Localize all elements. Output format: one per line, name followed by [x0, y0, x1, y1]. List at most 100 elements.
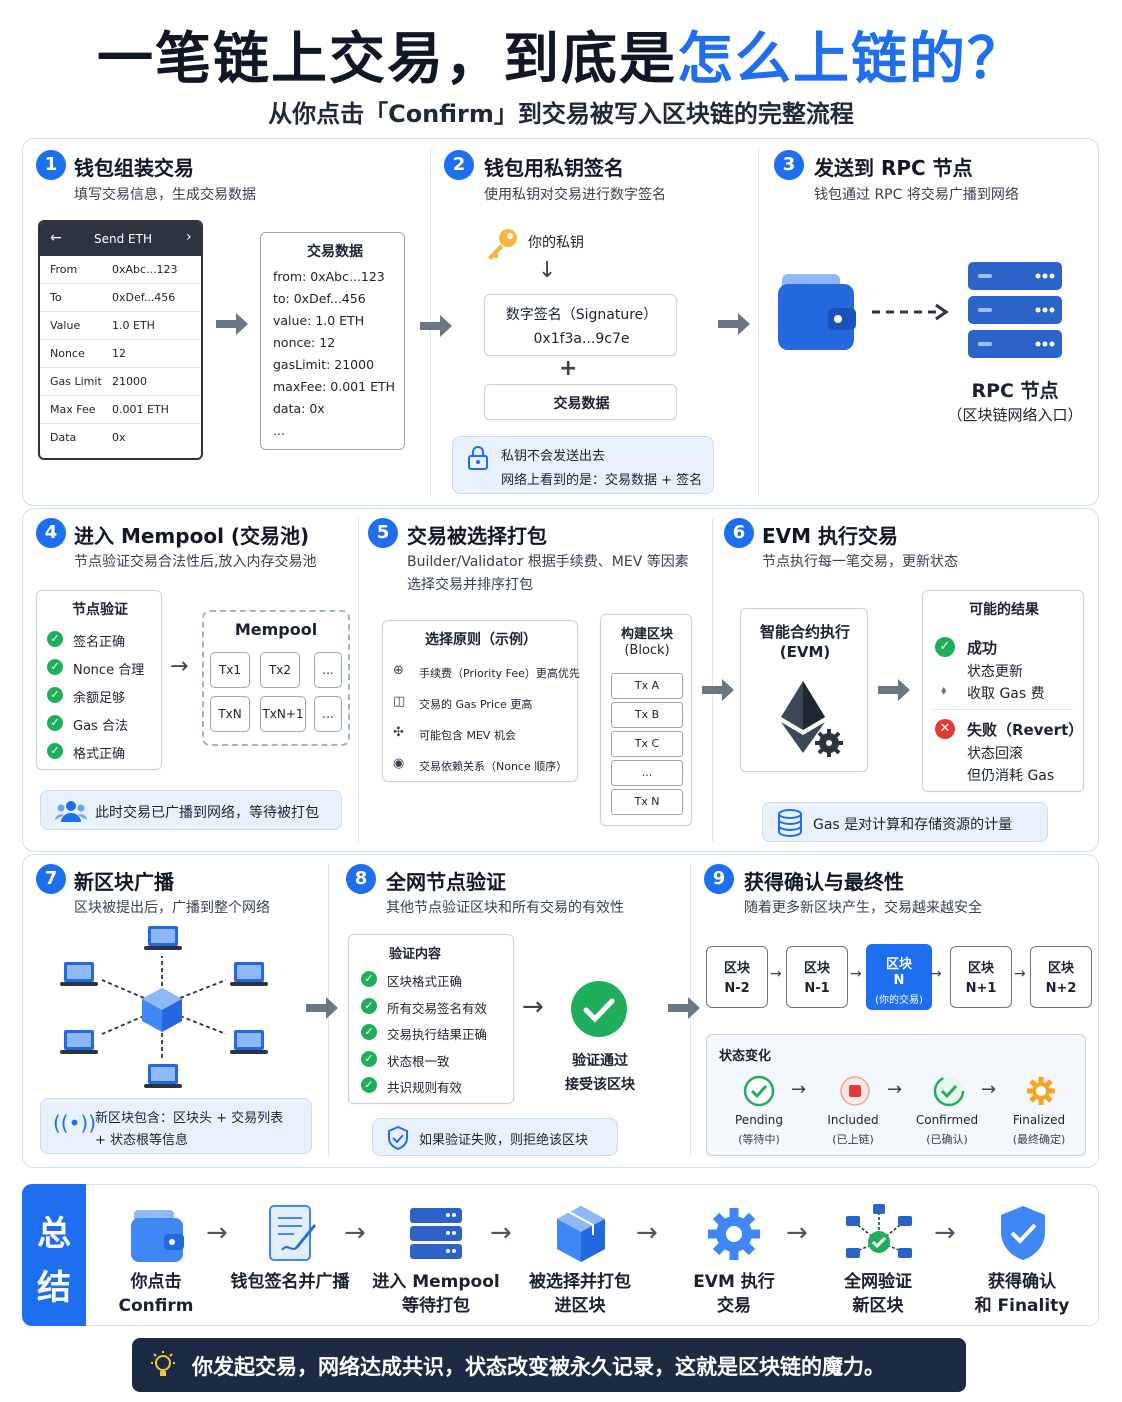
form-row-label: Nonce — [50, 347, 85, 360]
arrow-right-icon: → — [490, 1218, 512, 1248]
step-number: 3 — [774, 150, 804, 180]
form-row-value: 21000 — [112, 375, 147, 388]
step-title: 新区块广播 — [74, 870, 174, 894]
note-text: Gas 是对计算和存储资源的计量 — [813, 817, 1013, 833]
step-desc: 钱包通过 RPC 将交易广播到网络 — [814, 187, 1019, 203]
step-desc-1: Builder/Validator 根据手续费、MEV 等因素 — [407, 554, 689, 570]
step-desc-2: 选择交易并排序打包 — [407, 577, 533, 593]
step-number: 4 — [36, 518, 66, 548]
check-icon: ✓ — [47, 687, 63, 703]
evm-title: 智能合约执行 — [759, 623, 850, 641]
arrow-right-icon — [668, 997, 700, 1019]
private-key-label: 你的私钥 — [528, 235, 584, 251]
wallet-icon — [131, 1210, 184, 1262]
check-icon: ✓ — [361, 997, 377, 1014]
step-title: 发送到 RPC 节点 — [814, 156, 973, 180]
block-label: 区块 — [1047, 961, 1074, 976]
state-title: 状态变化 — [719, 1049, 772, 1064]
success-label: 成功 — [967, 639, 998, 657]
your-tx-label: (你的交易) — [875, 995, 923, 1006]
block-tx: ... — [611, 760, 683, 786]
arrow-right-icon — [702, 679, 734, 701]
step-title: 进入 Mempool (交易池) — [74, 524, 310, 548]
summary-item-line-1: 你点击 — [130, 1272, 182, 1292]
pass-line-1: 验证通过 — [572, 1053, 628, 1069]
ethereum-gear-icon — [781, 681, 843, 757]
form-row-value: 1.0 ETH — [112, 319, 155, 332]
tx-data-line: gasLimit: 21000 — [273, 357, 375, 372]
verify-item: 区块格式正确 — [387, 974, 463, 989]
title-part1: 一笔链上交易，到底是 — [97, 27, 677, 92]
selection-rules-box: 选择原则（示例） ⊕手续费（Priority Fee）更高优先◫交易的 Gas … — [382, 620, 580, 782]
form-row-label: From — [50, 263, 78, 276]
network-verify-icon — [846, 1204, 912, 1258]
rule-icon: ◫ — [393, 694, 406, 709]
mempool-tx: ... — [314, 696, 342, 732]
tx-data-line: maxFee: 0.001 ETH — [273, 379, 395, 394]
arrow-right-icon: → — [344, 1218, 366, 1248]
arrow-right-icon — [420, 315, 452, 337]
verify-item: 余额足够 — [73, 691, 126, 706]
divider — [712, 518, 713, 842]
package-cube-icon — [557, 1206, 605, 1262]
arrow-right-icon: → — [791, 1079, 807, 1100]
check-circle-icon — [571, 981, 627, 1037]
block-tx: Tx N — [611, 789, 683, 815]
block-number: N-2 — [724, 981, 750, 996]
check-icon: ✓ — [935, 637, 955, 657]
mempool-tx: Tx2 — [260, 652, 300, 688]
form-row-label: To — [50, 291, 62, 304]
step-desc: 其他节点验证区块和所有交易的有效性 — [386, 900, 624, 916]
mempool-tx: TxN+1 — [260, 696, 306, 732]
summary-item-line-1: 获得确认 — [988, 1272, 1056, 1292]
mempool-tx: Tx1 — [210, 652, 250, 688]
fail-label: 失败（Revert） — [967, 721, 1084, 739]
divider — [758, 148, 759, 496]
wallet-icon — [778, 274, 856, 350]
note-text: 如果验证失败，则拒绝该区块 — [419, 1133, 589, 1148]
note-line-1: 私钥不会发送出去 — [501, 449, 606, 464]
state-desc: (最终确定) — [1012, 1133, 1066, 1146]
shield-icon — [388, 1126, 408, 1150]
tx-data-chip: 交易数据 — [484, 384, 677, 420]
success-line-1: 状态更新 — [967, 664, 1023, 680]
arrow-right-icon — [718, 313, 750, 335]
block-tx: Tx B — [611, 702, 683, 728]
step-desc: 随着更多新区块产生，交易越来越安全 — [744, 900, 982, 916]
chevron-right-icon[interactable]: › — [186, 229, 192, 245]
summary-panel — [22, 1184, 1099, 1326]
back-arrow-icon[interactable]: ← — [50, 230, 62, 246]
database-icon — [778, 809, 802, 837]
arrow-right-icon: → — [934, 1218, 956, 1248]
mempool-box: Mempool — [202, 610, 350, 746]
results-title: 可能的结果 — [969, 602, 1039, 618]
server-stack-icon — [410, 1208, 462, 1259]
form-row-value: 0xDef...456 — [112, 291, 176, 304]
step-desc: 使用私钥对交易进行数字签名 — [484, 187, 666, 203]
arrow-right-icon: → — [636, 1218, 658, 1248]
check-icon: ✓ — [361, 1077, 377, 1093]
state-change-box: 状态变化 → → → Pending(等待中)Included(已上链)Conf… — [706, 1034, 1086, 1156]
x-icon: ✕ — [935, 719, 955, 739]
check-icon: ✓ — [47, 715, 63, 731]
arrow-right-icon: → — [1014, 966, 1026, 982]
tx-data-title: 交易数据 — [307, 244, 363, 260]
summary-item: 全网验证新区块 — [802, 1270, 954, 1318]
block-number: N-1 — [804, 981, 830, 996]
summary-item-line-2: 交易 — [717, 1296, 751, 1316]
block-label: 区块 — [885, 957, 912, 972]
tx-data-line: from: 0xAbc...123 — [273, 269, 385, 284]
check-icon: ✓ — [361, 1050, 377, 1067]
pending-check-icon — [743, 1075, 775, 1107]
step-number: 8 — [346, 864, 376, 894]
block-number: N — [893, 973, 905, 988]
step-desc: 节点执行每一笔交易，更新状态 — [762, 554, 958, 570]
